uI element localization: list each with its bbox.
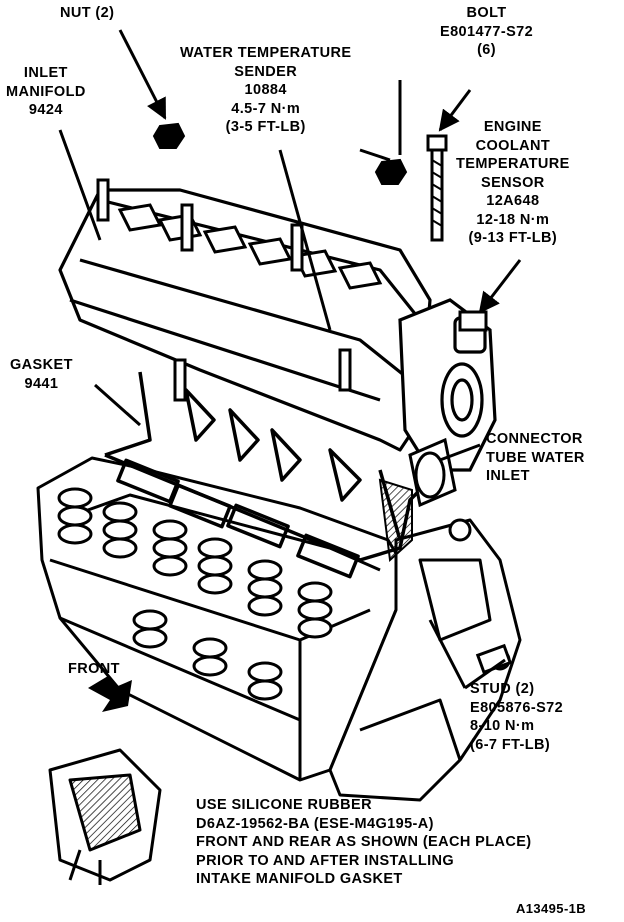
- callout-connector-tube: CONNECTOR TUBE WATER INLET: [486, 430, 585, 486]
- callout-line: FRONT: [68, 661, 120, 677]
- callout-line: 12A648: [486, 193, 540, 209]
- callout-line: (6): [477, 42, 496, 58]
- callout-line: 9441: [24, 375, 59, 392]
- callout-line: MANIFOLD: [6, 83, 86, 100]
- callout-line: 10884: [244, 82, 287, 98]
- callout-line: STUD (2): [470, 681, 535, 697]
- callout-inlet-manifold: INLET MANIFOLD 9424: [6, 64, 86, 120]
- note-line: D6AZ-19562-BA (ESE-M4G195-A): [196, 815, 434, 832]
- manifold-studs: [96, 178, 352, 402]
- callout-line: E801477-S72: [440, 23, 534, 40]
- callout-line: SENDER: [234, 63, 298, 80]
- note-line: PRIOR TO AND AFTER INSTALLING: [196, 852, 455, 869]
- callout-line: INLET: [23, 65, 68, 81]
- figure-id-text: A13495-1B: [516, 901, 587, 916]
- nut-shapes: [152, 122, 408, 185]
- leader-lines: [58, 29, 522, 690]
- callout-line: 12-18 N·m: [476, 211, 550, 228]
- callout-line: INLET: [486, 468, 530, 484]
- figure-id: A13495-1B: [516, 900, 586, 919]
- callout-line: (9-13 FT-LB): [468, 230, 558, 246]
- callout-line: (3-5 FT-LB): [225, 119, 306, 135]
- callout-nut: NUT (2): [60, 4, 114, 23]
- callout-line: 4.5-7 N·m: [231, 100, 301, 117]
- callout-line: GASKET: [10, 357, 73, 373]
- callout-stud: STUD (2) E805876-S72 8-10 N·m (6-7 FT-LB…: [470, 680, 563, 754]
- callout-line: BOLT: [466, 5, 507, 21]
- coolant-sensor-shape: [458, 310, 488, 332]
- callout-line: 8-10 N·m: [470, 718, 535, 734]
- silicone-note: USE SILICONE RUBBER D6AZ-19562-BA (ESE-M…: [196, 796, 532, 889]
- callout-line: CONNECTOR: [486, 431, 583, 447]
- connector-tube: [408, 437, 457, 508]
- callout-line: WATER TEMPERATURE: [180, 45, 352, 61]
- callout-line: NUT (2): [60, 5, 115, 21]
- callout-line: ENGINE: [483, 119, 542, 135]
- callout-coolant-temp-sensor: ENGINE COOLANT TEMPERATURE SENSOR 12A648…: [456, 118, 570, 248]
- sealant-inset-drawing: [48, 748, 162, 885]
- callout-gasket: GASKET 9441: [10, 356, 73, 393]
- bolt-shape: [426, 134, 448, 242]
- note-line: USE SILICONE RUBBER: [196, 797, 372, 813]
- callout-line: E805876-S72: [470, 699, 564, 716]
- callout-line: 9424: [28, 102, 63, 118]
- callout-line: SENSOR: [481, 174, 545, 191]
- callout-line: COOLANT: [475, 137, 551, 154]
- rocker-arms: [57, 487, 333, 701]
- callout-front: FRONT: [68, 660, 120, 679]
- callout-line: TEMPERATURE: [456, 156, 570, 172]
- callout-water-temp-sender: WATER TEMPERATURE SENDER 10884 4.5-7 N·m…: [180, 44, 351, 137]
- callout-bolt: BOLT E801477-S72 (6): [440, 4, 533, 60]
- gasket-rear-corner: [378, 478, 413, 563]
- lower-stud-shape: [475, 643, 513, 675]
- note-line: FRONT AND REAR AS SHOWN (EACH PLACE): [196, 834, 532, 850]
- callout-line: TUBE WATER: [486, 449, 585, 466]
- front-cover: [328, 518, 522, 802]
- front-arrow-icon: [88, 676, 132, 712]
- note-line: INTAKE MANIFOLD GASKET: [196, 871, 403, 887]
- callout-line: (6-7 FT-LB): [470, 736, 551, 753]
- intake-manifold: [58, 188, 432, 452]
